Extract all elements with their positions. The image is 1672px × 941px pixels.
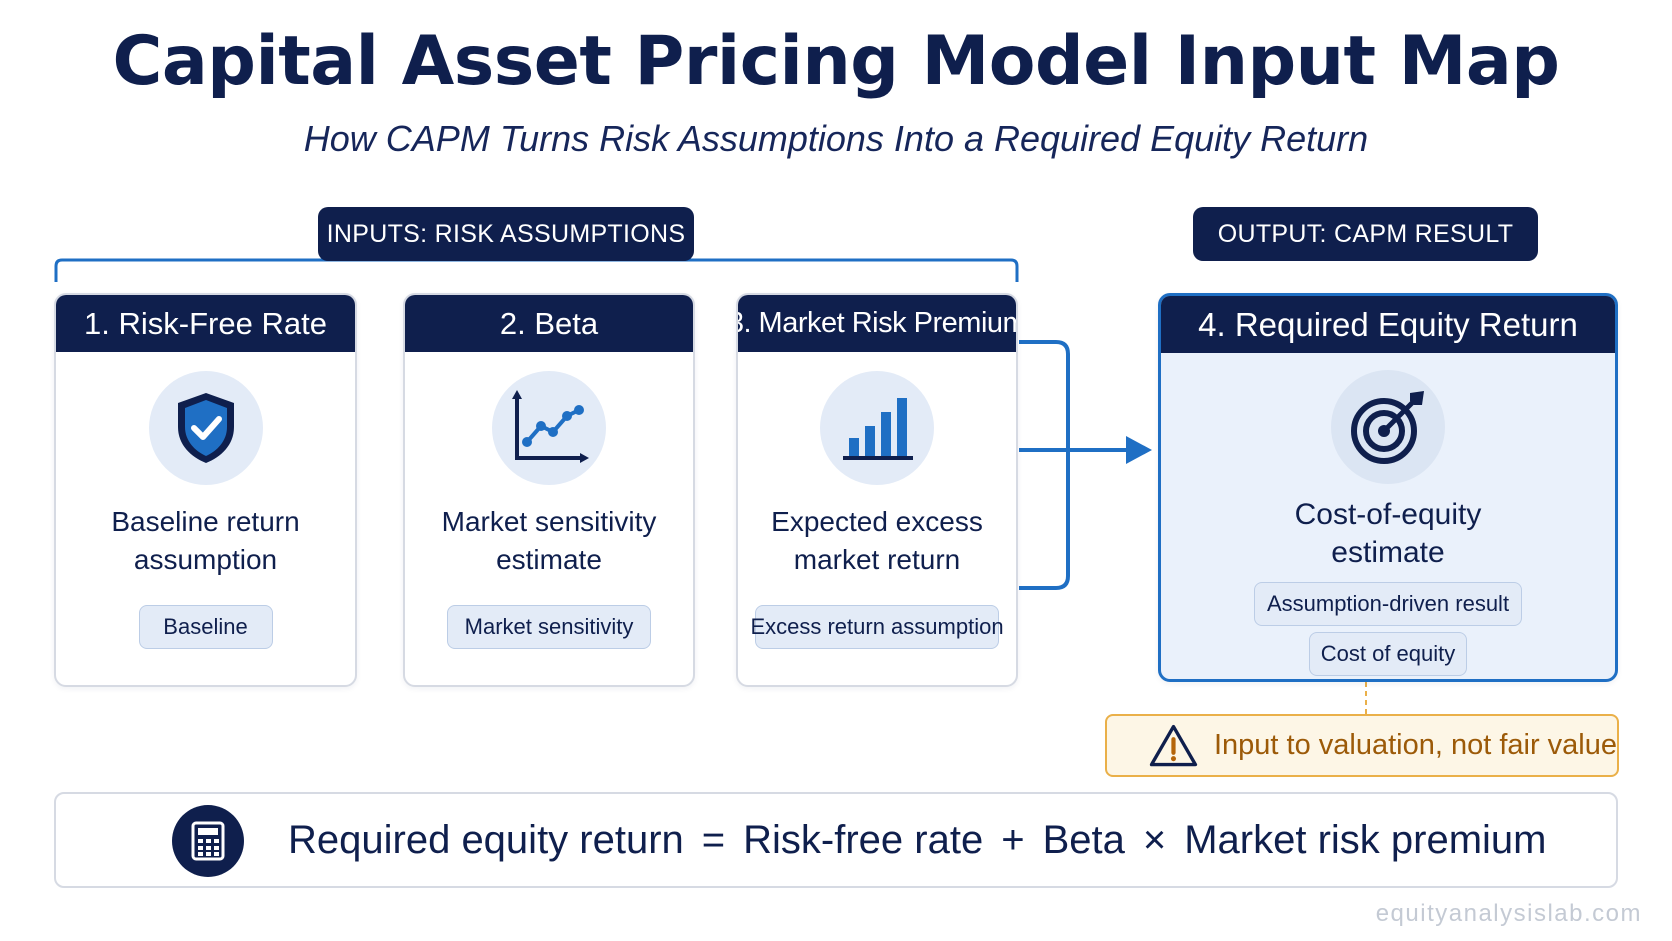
formula-term-beta: Beta bbox=[1042, 817, 1125, 862]
valuation-warning: Input to valuation, not fair value bbox=[1105, 714, 1619, 777]
footer-watermark: equityanalysislab.com bbox=[1375, 900, 1642, 927]
description-line: estimate bbox=[1331, 536, 1445, 569]
risk-free-rate-card: 1. Risk-Free Rate Baseline return assump… bbox=[54, 293, 357, 687]
target-icon bbox=[1331, 370, 1445, 484]
card-heading: 3. Market Risk Premium bbox=[738, 295, 1016, 352]
description-line: Expected excess bbox=[771, 506, 983, 537]
warning-text: Input to valuation, not fair value bbox=[1213, 729, 1617, 761]
page-subtitle: How CAPM Turns Risk Assumptions Into a R… bbox=[303, 118, 1369, 159]
description-line: estimate bbox=[496, 544, 602, 575]
inputs-section-label: INPUTS: RISK ASSUMPTIONS bbox=[318, 207, 694, 261]
formula-term-required-return: Required equity return bbox=[288, 817, 684, 862]
card-heading: 4. Required Equity Return bbox=[1161, 296, 1615, 353]
formula-plus: + bbox=[1001, 817, 1025, 862]
bar-chart-icon bbox=[820, 371, 934, 485]
card-description: Expected excess market return bbox=[738, 503, 1016, 579]
card-heading: 2. Beta bbox=[405, 295, 693, 352]
beta-card: 2. Beta Market sensitivity estimate Mark… bbox=[403, 293, 695, 687]
description-line: assumption bbox=[133, 544, 278, 575]
required-equity-return-card: 4. Required Equity Return Cost-of-equity… bbox=[1158, 293, 1618, 682]
formula-term-mrp: Market risk premium bbox=[1184, 817, 1547, 862]
line-chart-icon bbox=[492, 371, 606, 485]
warning-triangle-icon bbox=[1149, 724, 1198, 766]
capm-formula-bar: Required equity return = Risk-free rate … bbox=[54, 792, 1618, 888]
card-description: Baseline return assumption bbox=[56, 503, 355, 579]
description-line: Cost-of-equity bbox=[1294, 498, 1482, 531]
cost-of-equity-tag: Cost of equity bbox=[1309, 632, 1467, 676]
market-risk-premium-card: 3. Market Risk Premium Expected excess m… bbox=[736, 293, 1018, 687]
inputs-bracket bbox=[54, 258, 1019, 282]
formula-equals: = bbox=[701, 817, 726, 862]
card-description: Cost-of-equity estimate bbox=[1161, 496, 1615, 572]
assumption-driven-tag: Assumption-driven result bbox=[1254, 582, 1522, 626]
formula-times: × bbox=[1142, 817, 1167, 862]
input-merge-bracket bbox=[1019, 340, 1070, 590]
description-line: Baseline return bbox=[111, 506, 300, 537]
formula-term-risk-free: Risk-free rate bbox=[743, 817, 984, 862]
calculator-icon bbox=[172, 805, 244, 877]
capm-formula: Required equity return = Risk-free rate … bbox=[288, 794, 1546, 886]
output-arrow-head bbox=[1126, 436, 1152, 464]
card-tag: Excess return assumption bbox=[750, 605, 1004, 649]
page-title: Capital Asset Pricing Model Input Map bbox=[112, 22, 1560, 101]
card-description: Market sensitivity estimate bbox=[405, 503, 693, 579]
card-tag: Baseline bbox=[138, 605, 273, 649]
description-line: market return bbox=[793, 544, 961, 575]
shield-check-icon bbox=[148, 371, 263, 485]
card-heading: 1. Risk-Free Rate bbox=[56, 295, 355, 352]
description-line: Market sensitivity bbox=[441, 506, 657, 537]
card-tag: Market sensitivity bbox=[447, 605, 651, 649]
output-section-label: OUTPUT: CAPM RESULT bbox=[1193, 207, 1538, 261]
